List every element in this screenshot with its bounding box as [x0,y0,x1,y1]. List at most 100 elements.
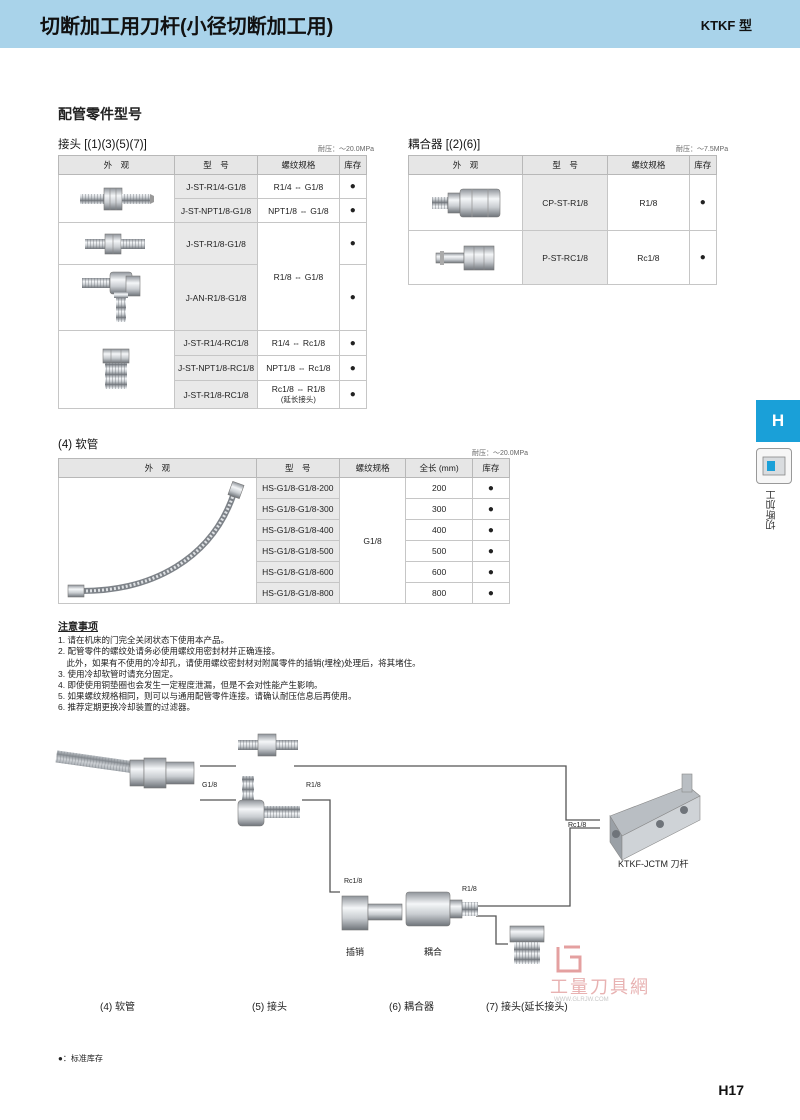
joint-image-straight-small [58,222,175,265]
cutoff-tool-icon [756,448,792,484]
label-rc18-holder: Rc1/8 [568,822,587,829]
joint-thread-note: (延长接头) [280,395,316,404]
watermark-logo-icon [556,945,582,973]
stock-dot: ● [471,582,511,604]
holder-part [609,773,701,861]
model-label: KTKF 型 [700,18,752,33]
stock-dot: ● [338,380,368,409]
stock-dot: ● [471,519,511,541]
joint-thread: Rc1/8 ⇔ R1/8 (延长接头) [257,380,340,409]
hose-model: HS-G1/8-G1/8-300 [255,498,340,520]
elbow-joint-part [237,776,300,827]
page-header: 切断加工用刀杆(小径切断加工用) KTKF 型 [0,0,800,48]
hose-length: 800 [405,582,473,604]
hose-pressure: 耐压：～20.0MPa [472,450,529,457]
section-tab[interactable]: H [756,400,800,442]
table-row: HS-G1/8-G1/8-500 500 ● [59,540,511,562]
joints-table: 外 观 型 号 螺纹规格 库存 J-ST-R1/4-G1/8 R1/4 ⇔ G1… [58,155,368,409]
table-row: J-AN-R1/8-G1/8 ● [58,264,368,331]
note-item: 此外，如果有不使用的冷却孔，请使用螺纹密封材对附属零件的插销(埋栓)处理后，将其… [58,657,421,668]
coupler-model: P-ST-RC1/8 [522,230,609,285]
joint-model: J-ST-R1/4-RC1/8 [173,330,259,356]
hose-image [58,477,257,604]
col-thread: 螺纹规格 [338,458,407,478]
joints-pressure: 耐压：～20.0MPa [318,146,375,153]
plug-icon [435,245,494,270]
joint-model: J-ST-R1/4-G1/8 [173,174,259,199]
hose-length: 600 [405,561,473,583]
hose-length: 200 [405,477,473,499]
table-row: HS-G1/8-G1/8-200 G1/8 200 ● [58,477,511,604]
coupler-label: 耦合 [424,947,443,957]
joint-model: J-ST-R1/8-RC1/8 [173,380,259,409]
note-item: 1. 请在机床的门完全关闭状态下使用本产品。 [58,635,229,646]
col-length: 全长 (mm) [405,458,473,478]
stock-dot: ● [471,498,511,520]
stock-dot: ● [338,222,368,265]
table-row: J-ST-R1/4-RC1/8 R1/4 ⇔ Rc1/8 ● [58,330,368,409]
label-r18-coupler: R1/8 [462,886,477,893]
stock-dot: ● [471,561,511,583]
col-model: 型 号 [173,155,259,175]
couplers-table: 外 观 型 号 螺纹规格 库存 CP-ST-R1/8 R1/8 ● [407,155,718,285]
table-row: J-ST-NPT1/8-RC1/8 NPT1/8 ⇔ Rc1/8 ● [59,355,368,381]
col-appearance: 外 观 [58,458,257,478]
hose-model: HS-G1/8-G1/8-400 [255,519,340,541]
col-model: 型 号 [255,458,340,478]
hose-title: (4) 软管 [58,439,99,451]
table-row: J-ST-R1/8-G1/8 R1/8 ⇔ G1/8 ● [58,222,368,331]
col-appearance: 外 观 [407,155,524,175]
hose-table: 外 观 型 号 螺纹规格 全长 (mm) 库存 HS-G1/8-G1/8-200… [58,458,511,604]
stock-dot: ● [338,198,368,223]
hose-icon [68,480,245,597]
table-row: HS-G1/8-G1/8-400 400 ● [59,519,511,541]
joint-model: J-AN-R1/8-G1/8 [173,264,259,331]
stock-dot: ● [471,540,511,562]
joint-image-elbow [58,264,175,331]
note-item: 3. 使用冷却软管时请充分固定。 [58,668,178,679]
coupler-thread: R1/8 [607,174,690,231]
stock-dot: ● [338,355,368,381]
caption-joint: (5) 接头 [252,1002,287,1013]
coupler-icon [431,188,500,217]
joint-thread: NPT1/8 ⇔ Rc1/8 [257,355,340,381]
hose-part [55,750,195,789]
stock-dot: ● [338,330,368,356]
watermark: 工量刀具網 WWW.GLRJW.COM [548,945,688,1015]
label-r18: R1/8 [306,782,321,789]
joint-thread-merged: R1/8 ⇔ G1/8 [257,222,340,331]
caption-extension-joint: (7) 接头(延长接头) [486,1002,568,1013]
label-g18: G1/8 [202,782,218,789]
table-row: P-ST-RC1/8 Rc1/8 ● [407,230,718,285]
table-row: CP-ST-R1/8 R1/8 ● [407,174,718,231]
hose-model: HS-G1/8-G1/8-800 [255,582,340,604]
stock-dot: ● [338,174,368,199]
hose-length: 400 [405,519,473,541]
note-item: 2. 配管零件的螺纹处请务必使用螺纹用密封材并正确连接。 [58,646,280,657]
table-row: J-ST-R1/8-RC1/8 Rc1/8 ⇔ R1/8 (延长接头) ● [59,380,368,409]
joint-thread: R1/4 ⇔ G1/8 [257,174,340,199]
page-number: H17 [718,1082,744,1098]
page-title: 切断加工用刀杆(小径切断加工用) [40,16,334,38]
hose-length: 300 [405,498,473,520]
coupler-image [407,174,524,231]
joint-image-socket [58,330,175,409]
col-stock: 库存 [471,458,511,478]
joint-thread-main: Rc1/8 ⇔ R1/8 [271,384,326,394]
stock-dot: ● [688,230,718,285]
connection-diagram [55,733,701,964]
stock-dot: ● [688,174,718,231]
coupler-part [405,891,478,927]
joint-thread: R1/4 ⇔ Rc1/8 [257,330,340,356]
plug-image [407,230,524,285]
joint-model: J-ST-NPT1/8-G1/8 [173,198,259,223]
watermark-name: 工量刀具網 [550,977,650,997]
hose-length: 500 [405,540,473,562]
section-title: 配管零件型号 [58,106,142,122]
note-item: 5. 如果螺纹规格相同，则可以与通用配管零件连接。请确认耐压信息后再使用。 [58,691,357,702]
notes: 注意事项 1. 请在机床的门完全关闭状态下使用本产品。 2. 配管零件的螺纹处请… [58,622,421,714]
elbow-joint-icon [82,271,141,322]
table-row: HS-G1/8-G1/8-800 800 ● [59,582,511,604]
joint-thread: NPT1/8 ⇔ G1/8 [257,198,340,223]
hose-model: HS-G1/8-G1/8-500 [255,540,340,562]
